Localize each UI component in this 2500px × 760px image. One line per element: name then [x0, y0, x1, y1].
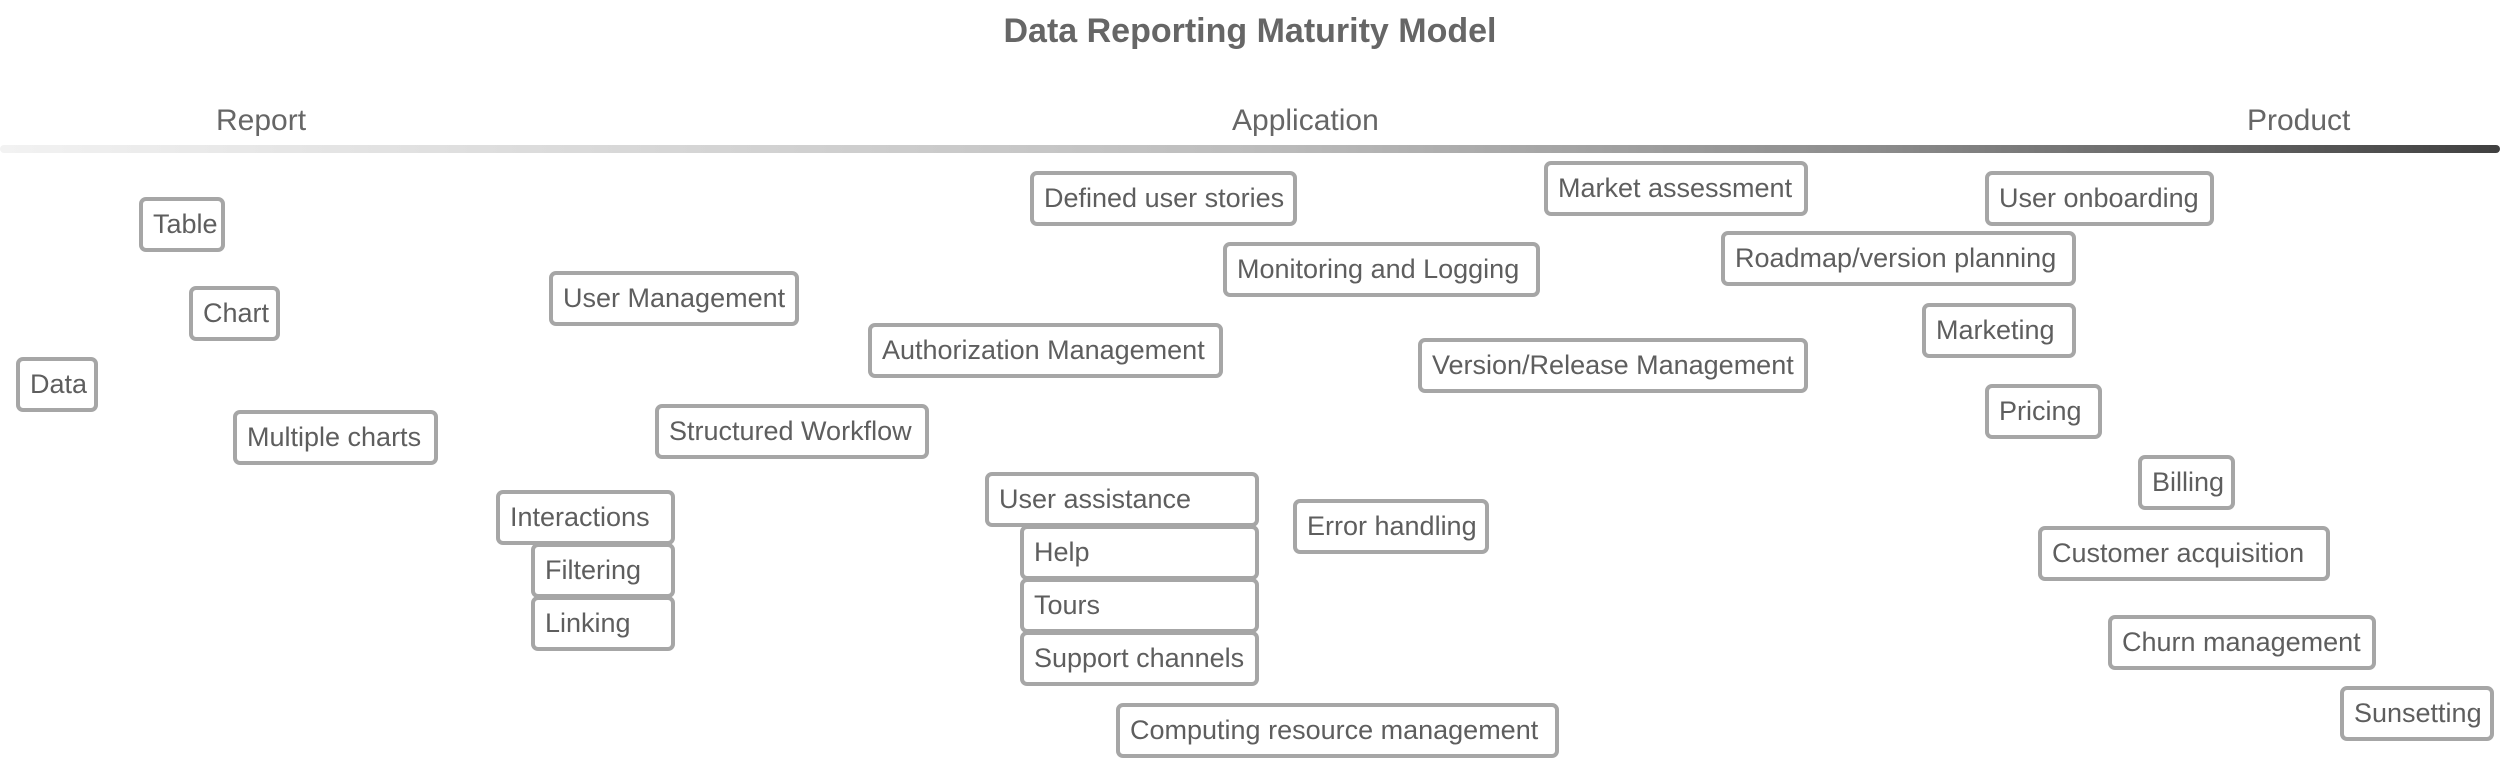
item-multiple-charts: Multiple charts	[233, 410, 438, 465]
item-table: Table	[139, 197, 225, 252]
item-support-channels: Support channels	[1020, 631, 1259, 686]
item-market-assessment: Market assessment	[1544, 161, 1808, 216]
item-error-handling: Error handling	[1293, 499, 1489, 554]
item-sunsetting: Sunsetting	[2340, 686, 2494, 741]
item-billing: Billing	[2138, 455, 2235, 510]
stage-label-report: Report	[216, 104, 307, 137]
stage-label-product: Product	[2247, 104, 2351, 137]
item-chart: Chart	[189, 286, 280, 341]
item-filtering: Filtering	[531, 543, 675, 598]
item-computing-resource-management: Computing resource management	[1116, 703, 1559, 758]
diagram-title: Data Reporting Maturity Model	[1003, 12, 1497, 50]
stage-label-application: Application	[1232, 104, 1379, 137]
item-help: Help	[1020, 525, 1259, 580]
item-tours: Tours	[1020, 578, 1259, 633]
item-version-release-management: Version/Release Management	[1418, 338, 1808, 393]
item-roadmap-version-planning: Roadmap/version planning	[1721, 231, 2076, 286]
item-user-management: User Management	[549, 271, 799, 326]
item-linking: Linking	[531, 596, 675, 651]
item-interactions: Interactions	[496, 490, 675, 545]
item-structured-workflow: Structured Workflow	[655, 404, 929, 459]
item-marketing: Marketing	[1922, 303, 2076, 358]
item-data: Data	[16, 357, 98, 412]
item-defined-user-stories: Defined user stories	[1030, 171, 1297, 226]
item-user-onboarding: User onboarding	[1985, 171, 2214, 226]
item-pricing: Pricing	[1985, 384, 2102, 439]
item-monitoring-and-logging: Monitoring and Logging	[1223, 242, 1540, 297]
item-authorization-management: Authorization Management	[868, 323, 1223, 378]
item-customer-acquisition: Customer acquisition	[2038, 526, 2330, 581]
item-user-assistance: User assistance	[985, 472, 1259, 527]
maturity-gradient-axis	[0, 145, 2500, 153]
item-churn-management: Churn management	[2108, 615, 2376, 670]
